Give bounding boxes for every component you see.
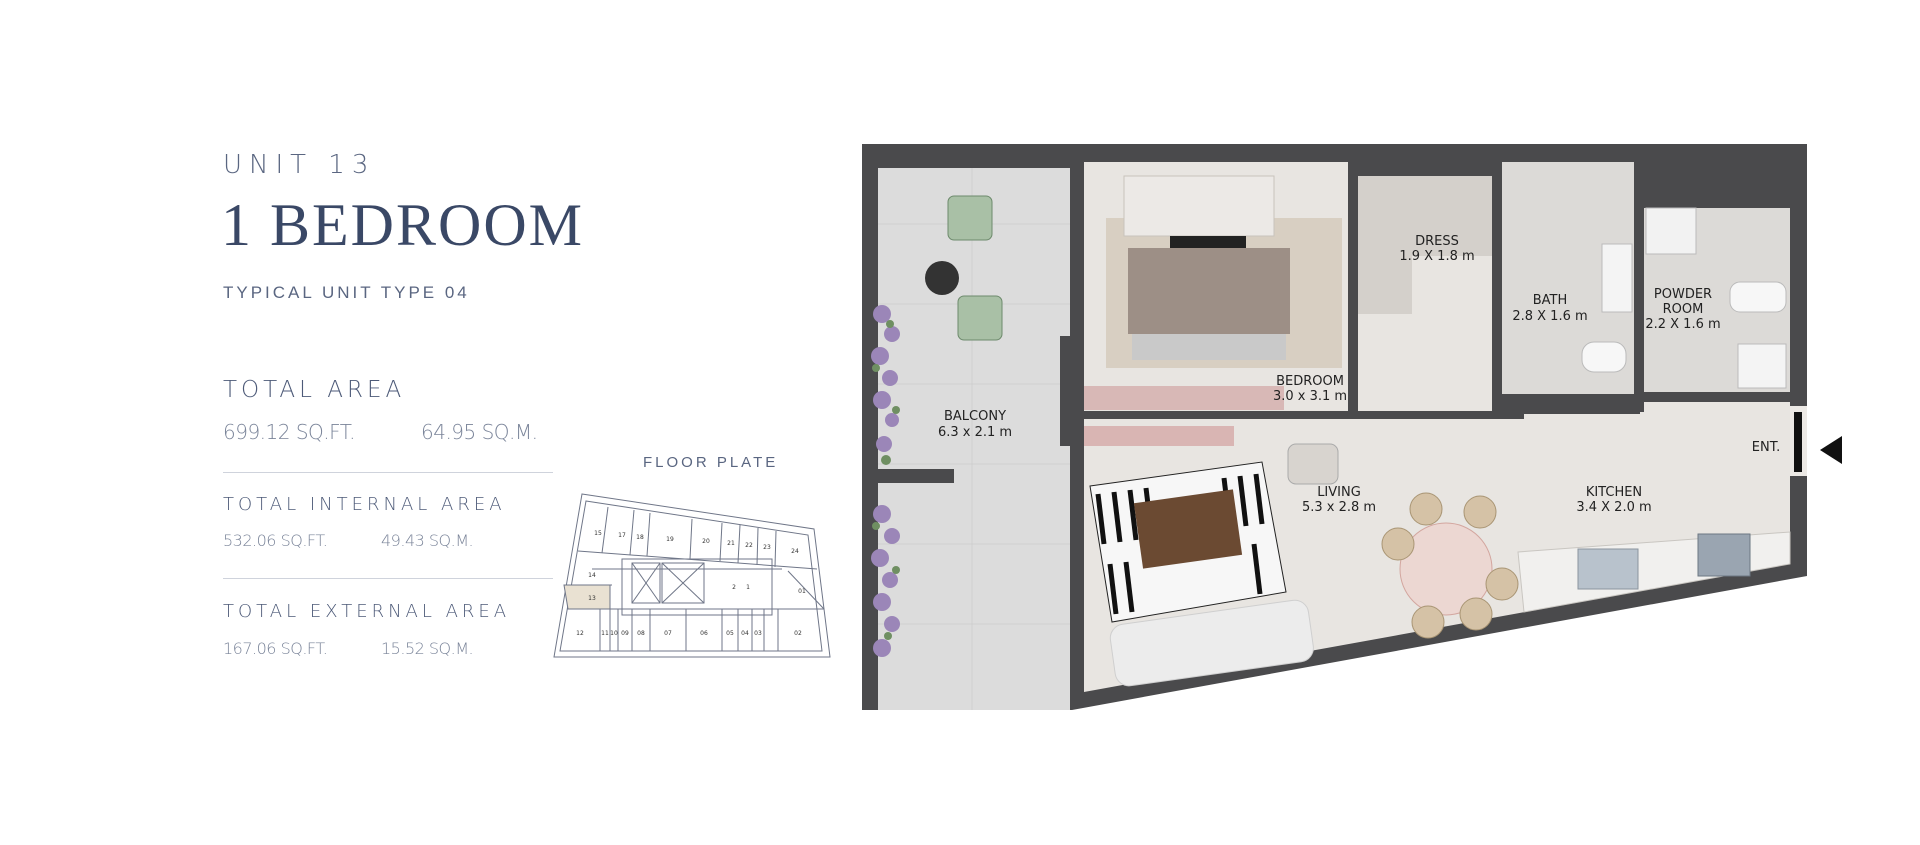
wall bbox=[1492, 162, 1502, 412]
unit-number-label: 14 bbox=[588, 572, 596, 579]
kitchen-sink bbox=[1577, 548, 1639, 590]
bed-throw bbox=[1128, 248, 1290, 334]
bed-end bbox=[1132, 334, 1286, 360]
unit-number-label: 22 bbox=[745, 542, 753, 549]
wall bbox=[1084, 411, 1524, 419]
room-size-living: 5.3 x 2.8 m bbox=[1302, 500, 1376, 515]
wall bbox=[1348, 162, 1358, 416]
room-name-kitchen: KITCHEN bbox=[1586, 485, 1642, 500]
internal-area-heading: TOTAL INTERNAL AREA bbox=[223, 494, 506, 515]
internal-area-sqm: 49.43 SQ.M. bbox=[381, 531, 474, 550]
dining-chairs bbox=[1381, 492, 1519, 639]
unit-number-label: 03 bbox=[754, 630, 762, 637]
balcony-chair bbox=[957, 295, 1003, 341]
balcony-greenery bbox=[872, 320, 900, 640]
wall bbox=[1060, 336, 1084, 446]
room-name-dress: DRESS bbox=[1415, 234, 1459, 249]
coffee-table bbox=[1133, 489, 1243, 569]
sofa bbox=[1109, 599, 1314, 687]
dress-closet bbox=[1358, 176, 1492, 256]
kitchen-hob bbox=[1697, 533, 1751, 577]
unit-number-label: 09 bbox=[621, 630, 629, 637]
living-console bbox=[1084, 426, 1234, 446]
unit-number-label: 11 bbox=[601, 630, 609, 637]
room-name-living: LIVING bbox=[1317, 485, 1361, 500]
room-size-bath: 2.8 X 1.6 m bbox=[1512, 309, 1587, 324]
wall bbox=[1634, 162, 1644, 412]
total-area-heading: TOTAL AREA bbox=[223, 377, 406, 403]
room-name-bedroom: BEDROOM bbox=[1276, 374, 1344, 389]
room-size-dress: 1.9 X 1.8 m bbox=[1399, 249, 1474, 264]
wall bbox=[1644, 392, 1790, 402]
unit-number-label: 15 bbox=[594, 530, 602, 537]
wall bbox=[1644, 162, 1794, 208]
unit-floor-plan: DRESS 1.9 X 1.8 m BATH 2.8 X 1.6 m POWDE… bbox=[862, 144, 1807, 710]
room-name-powder-2: ROOM bbox=[1663, 302, 1704, 317]
room-size-bedroom: 3.0 x 3.1 m bbox=[1273, 389, 1347, 404]
wall bbox=[1492, 394, 1640, 414]
dining-table bbox=[1399, 522, 1493, 616]
wall bbox=[1348, 162, 1498, 176]
entry-label: ENT. bbox=[1752, 440, 1780, 455]
entry-arrow-icon bbox=[1820, 436, 1842, 464]
bed-bench bbox=[1170, 236, 1246, 248]
bed-headboard bbox=[1123, 175, 1275, 237]
unit-number: UNIT 13 bbox=[223, 150, 376, 180]
living-armchair bbox=[1287, 443, 1339, 485]
floor-plate-label: FLOOR PLATE bbox=[643, 454, 779, 471]
unit-number-label: 01 bbox=[798, 588, 806, 595]
unit-number-label: 19 bbox=[666, 536, 674, 543]
balcony-partition bbox=[862, 469, 954, 483]
divider bbox=[223, 472, 553, 473]
unit-number-label: 04 bbox=[741, 630, 749, 637]
unit-type: TYPICAL UNIT TYPE 04 bbox=[223, 283, 470, 302]
unit-number-label: 07 bbox=[664, 630, 672, 637]
unit-title: 1 BEDROOM bbox=[221, 192, 585, 258]
room-name-balcony: BALCONY bbox=[944, 409, 1006, 424]
highlighted-unit bbox=[563, 584, 611, 610]
balcony-floor bbox=[878, 168, 1070, 710]
unit-number-label: 02 bbox=[794, 630, 802, 637]
unit-number-label: 06 bbox=[700, 630, 708, 637]
bath-toilet bbox=[1581, 341, 1627, 373]
unit-number-label: 2 bbox=[732, 584, 736, 591]
bath-vanity bbox=[1601, 243, 1633, 313]
dress-closet bbox=[1358, 256, 1412, 314]
floor-plate-diagram: 15 17 18 19 20 21 22 23 24 14 13 12 11 1… bbox=[553, 493, 831, 658]
unit-number-label: 10 bbox=[610, 630, 618, 637]
unit-number-label: 24 bbox=[791, 548, 799, 555]
room-name-bath: BATH bbox=[1533, 293, 1568, 308]
balcony-side-table bbox=[925, 261, 959, 295]
balcony-planters bbox=[871, 305, 900, 657]
powder-vanity bbox=[1737, 343, 1787, 389]
internal-area-sqft: 532.06 SQ.FT. bbox=[223, 531, 328, 550]
total-area-sqm: 64.95 SQ.M. bbox=[421, 420, 538, 444]
unit-number-label: 18 bbox=[636, 534, 644, 541]
room-name-powder: POWDER bbox=[1654, 287, 1712, 302]
unit-number-label: 08 bbox=[637, 630, 645, 637]
room-size-kitchen: 3.4 X 2.0 m bbox=[1576, 500, 1651, 515]
entry-door bbox=[1794, 412, 1802, 472]
external-area-heading: TOTAL EXTERNAL AREA bbox=[223, 601, 511, 622]
room-size-powder: 2.2 X 1.6 m bbox=[1645, 317, 1720, 332]
unit-number-label: 13 bbox=[588, 595, 596, 602]
unit-number-label: 1 bbox=[746, 584, 750, 591]
external-area-sqft: 167.06 SQ.FT. bbox=[223, 639, 328, 658]
unit-number-label: 20 bbox=[702, 538, 710, 545]
unit-number-label: 05 bbox=[726, 630, 734, 637]
divider bbox=[223, 578, 553, 579]
unit-number-label: 12 bbox=[576, 630, 584, 637]
powder-cabinet bbox=[1645, 207, 1697, 255]
unit-number-label: 17 bbox=[618, 532, 626, 539]
balcony-chair bbox=[947, 195, 993, 241]
powder-toilet bbox=[1729, 281, 1787, 313]
bedroom-console bbox=[1084, 386, 1284, 410]
total-area-sqft: 699.12 SQ.FT. bbox=[223, 420, 356, 444]
unit-number-label: 21 bbox=[727, 540, 735, 547]
unit-number-label: 23 bbox=[763, 544, 771, 551]
external-area-sqm: 15.52 SQ.M. bbox=[381, 639, 474, 658]
room-size-balcony: 6.3 x 2.1 m bbox=[938, 425, 1012, 440]
